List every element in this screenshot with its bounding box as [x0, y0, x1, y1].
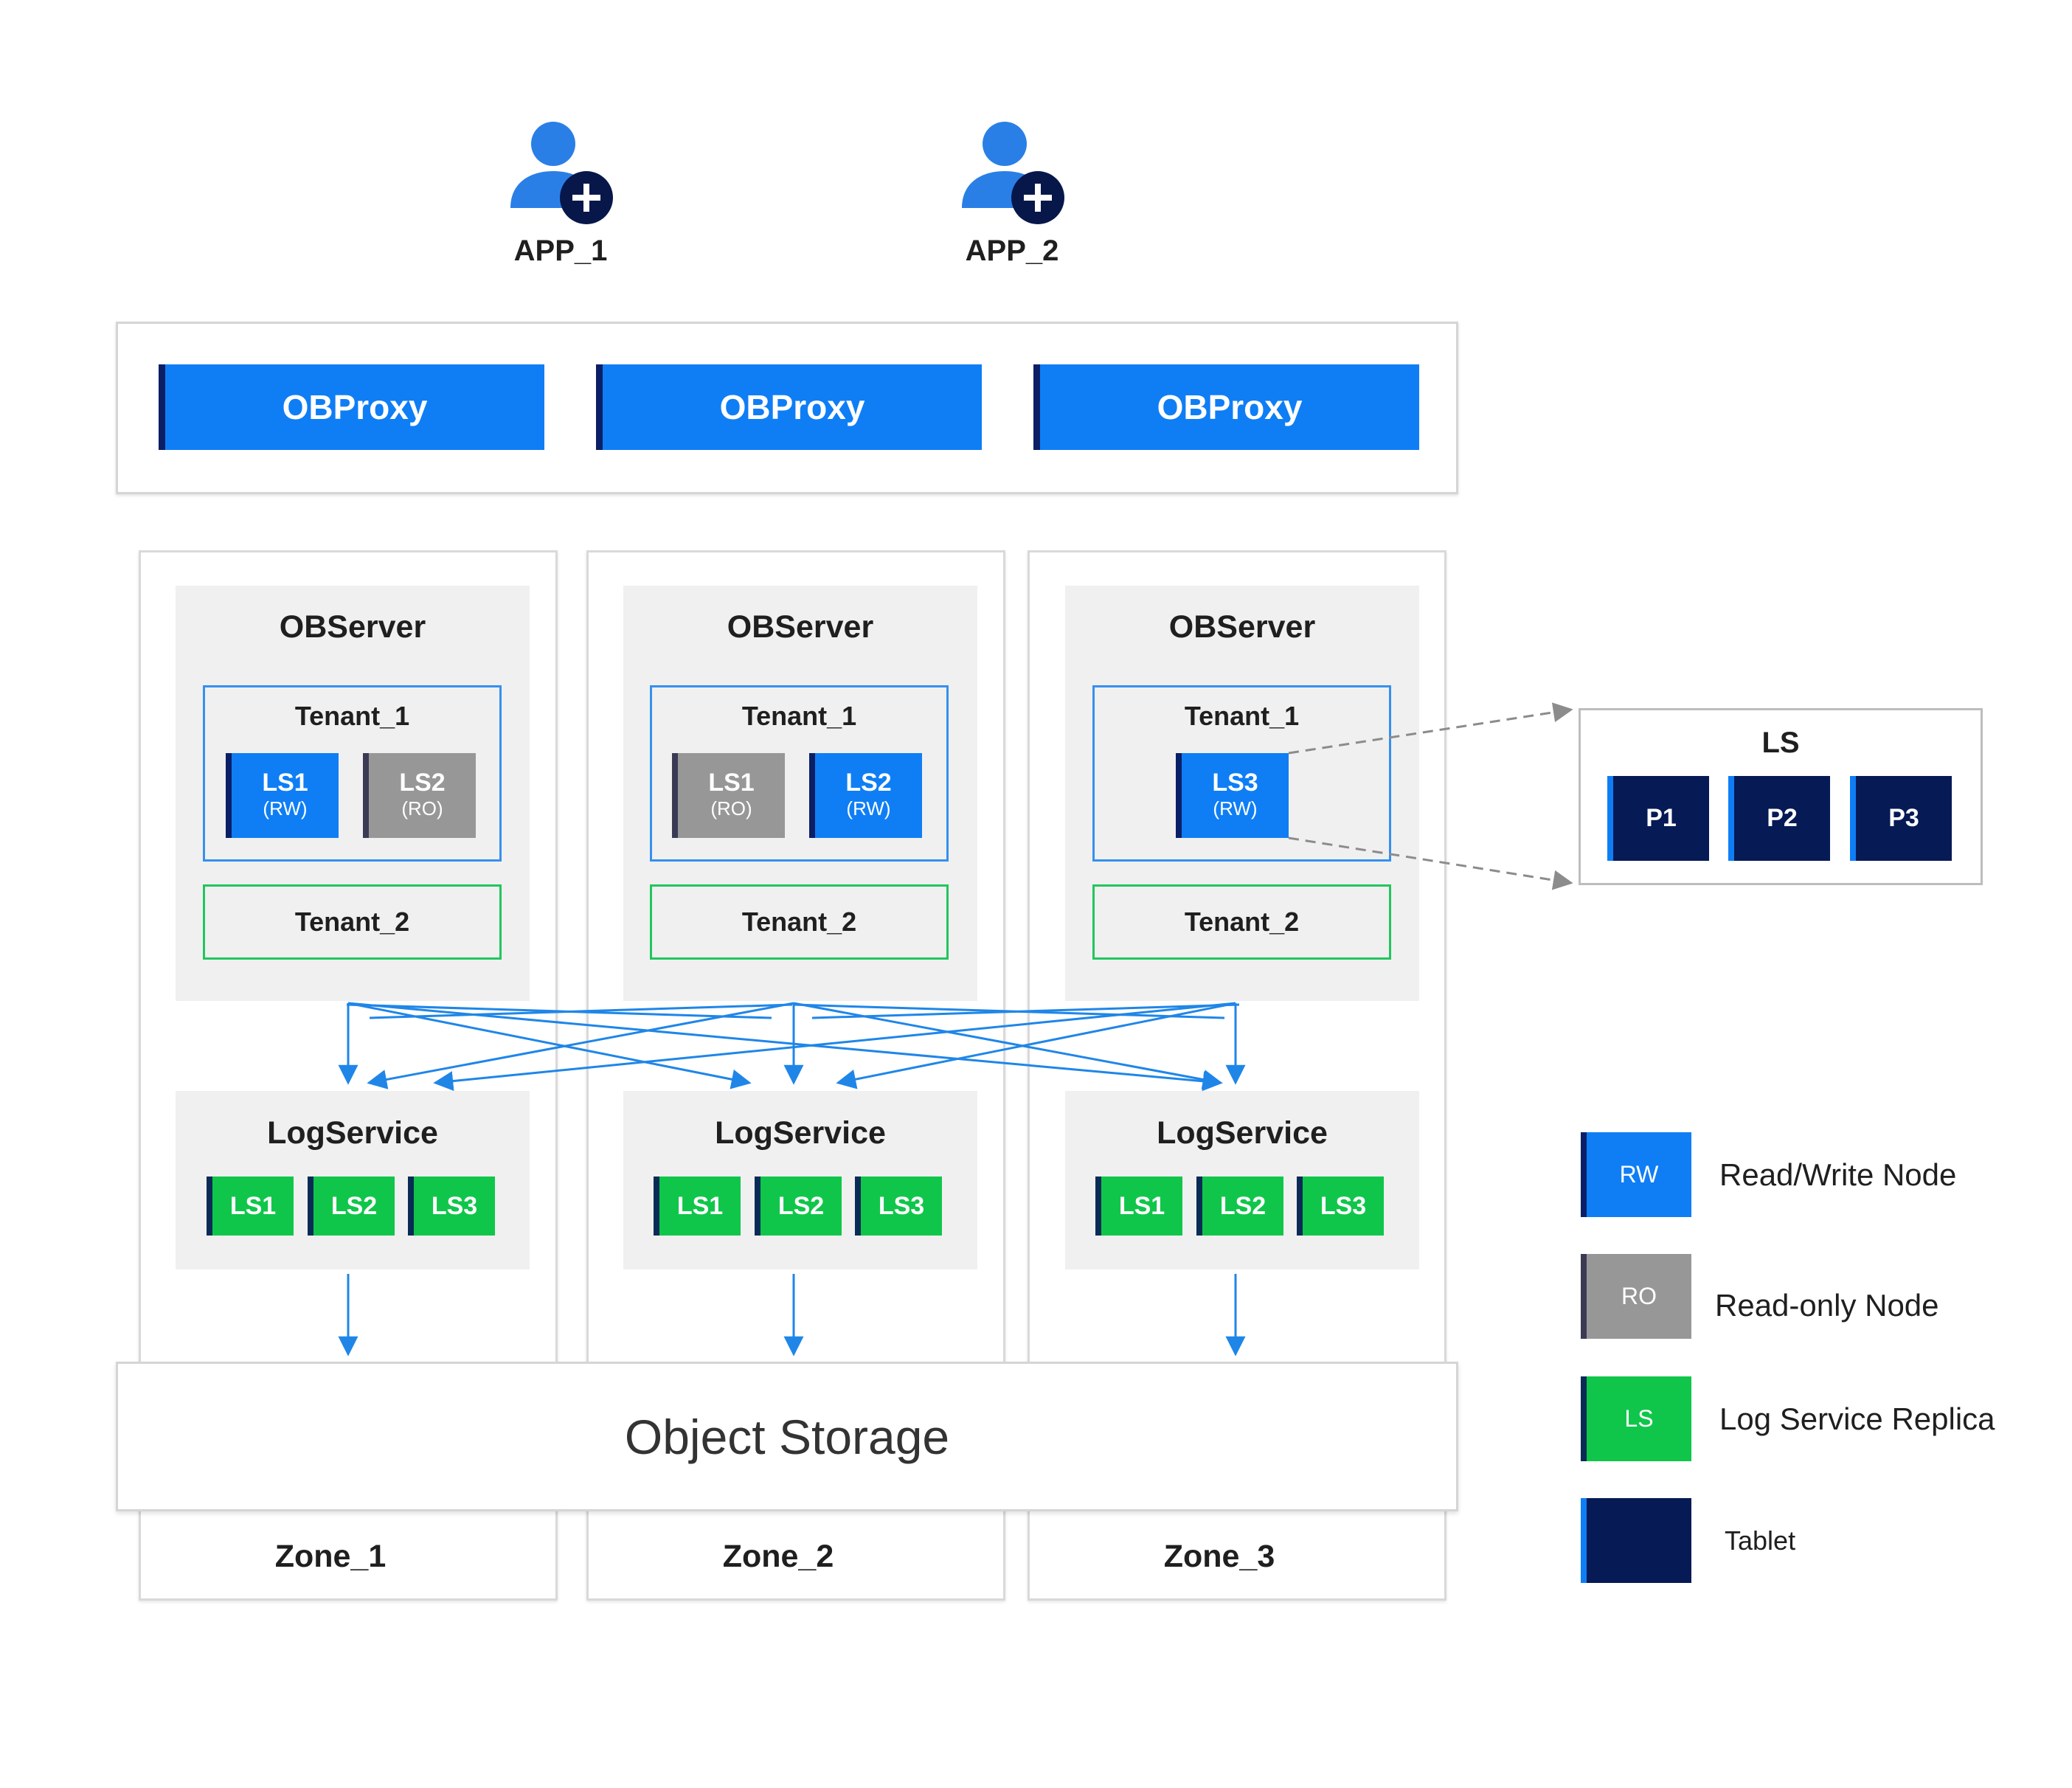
zoom-line-bottom [1288, 836, 1573, 890]
tenant1-title: Tenant_1 [1184, 701, 1300, 731]
tablet-p1: P1 [1607, 776, 1709, 861]
replica-ls3: LS3 [855, 1177, 942, 1236]
tenant1-box-zone3: Tenant_1 [1092, 685, 1391, 862]
ls-node-mode: (RW) [846, 797, 891, 820]
zoom-line-top [1288, 702, 1573, 755]
legend-swatch-ls: LS [1581, 1376, 1691, 1461]
replica-ls2: LS2 [755, 1177, 842, 1236]
user-add-icon [962, 122, 1064, 224]
app-label: APP_2 [965, 235, 1059, 267]
ls-node-mode: (RW) [1213, 797, 1258, 820]
ls-node-name: LS1 [262, 768, 308, 797]
replica-ls3: LS3 [1297, 1177, 1384, 1236]
obproxy-1: OBProxy [159, 364, 544, 450]
object-storage: Object Storage [116, 1362, 1458, 1511]
ls-node-mode: (RO) [710, 797, 752, 820]
zone-label-2: Zone_2 [722, 1538, 834, 1574]
zone-label-1: Zone_1 [274, 1538, 387, 1574]
tablet-p3: P3 [1850, 776, 1952, 861]
connector-arrow [433, 1002, 1236, 1092]
ls-node-name: LS2 [845, 768, 892, 797]
legend-label-ls: Log Service Replica [1719, 1401, 1995, 1436]
connector-line [811, 1003, 1240, 1019]
ls-node-ro: LS2 (RO) [363, 753, 476, 838]
ls-node-name: LS3 [1212, 768, 1258, 797]
legend-swatch-tablet [1581, 1498, 1691, 1583]
replica-ls2: LS2 [308, 1177, 395, 1236]
replica-ls1: LS1 [654, 1177, 741, 1236]
ls-node-mode: (RO) [401, 797, 443, 820]
replica-ls3: LS3 [408, 1177, 495, 1236]
logservice-title: LogService [1157, 1115, 1328, 1151]
ls-node-name: LS1 [708, 768, 755, 797]
connector-arrow [836, 1002, 1236, 1089]
app-1: APP_1 [472, 111, 649, 280]
app-label: APP_1 [513, 235, 608, 267]
ls-node-rw: LS3 (RW) [1176, 753, 1289, 838]
tenant2-box-zone3: Tenant_2 [1092, 884, 1391, 960]
legend-swatch-rw: RW [1581, 1132, 1691, 1217]
obproxy-3: OBProxy [1033, 364, 1419, 450]
tenant2-box-zone2: Tenant_2 [650, 884, 949, 960]
obproxy-2: OBProxy [596, 364, 982, 450]
tenant1-title: Tenant_1 [741, 701, 857, 731]
tablet-p2: P2 [1728, 776, 1830, 861]
ls-node-name: LS2 [399, 768, 446, 797]
observer-title: OBServer [279, 609, 426, 645]
zone-label-3: Zone_3 [1163, 1538, 1275, 1574]
legend-label-tablet: Tablet [1725, 1525, 1796, 1556]
app-2: APP_2 [924, 111, 1101, 280]
ls-node-rw: LS1 (RW) [226, 753, 339, 838]
ls-node-mode: (RW) [263, 797, 308, 820]
connector-arrow [793, 1002, 1223, 1089]
ls-node-rw: LS2 (RW) [809, 753, 922, 838]
connector-arrow [367, 1002, 794, 1089]
user-add-icon [510, 122, 613, 224]
replica-ls1: LS1 [1095, 1177, 1182, 1236]
logservice-title: LogService [267, 1115, 438, 1151]
legend-swatch-ro: RO [1581, 1254, 1691, 1339]
ls-node-ro: LS1 (RO) [672, 753, 785, 838]
replica-ls1: LS1 [207, 1177, 294, 1236]
observer-title: OBServer [1168, 609, 1316, 645]
tenant2-box-zone1: Tenant_2 [203, 884, 502, 960]
ls-detail-title: LS [1761, 727, 1800, 759]
tenant1-title: Tenant_1 [294, 701, 410, 731]
legend-label-ro: Read-only Node [1715, 1288, 1939, 1323]
legend-label-rw: Read/Write Node [1719, 1157, 1957, 1192]
connector-arrow [347, 1002, 752, 1089]
connector-line [369, 1003, 793, 1019]
replica-ls2: LS2 [1196, 1177, 1283, 1236]
tenant1-box-zone2: Tenant_1 [650, 685, 949, 862]
connector-arrow [347, 1002, 1223, 1092]
tenant1-box-zone1: Tenant_1 [203, 685, 502, 862]
logservice-title: LogService [715, 1115, 886, 1151]
observer-title: OBServer [727, 609, 874, 645]
